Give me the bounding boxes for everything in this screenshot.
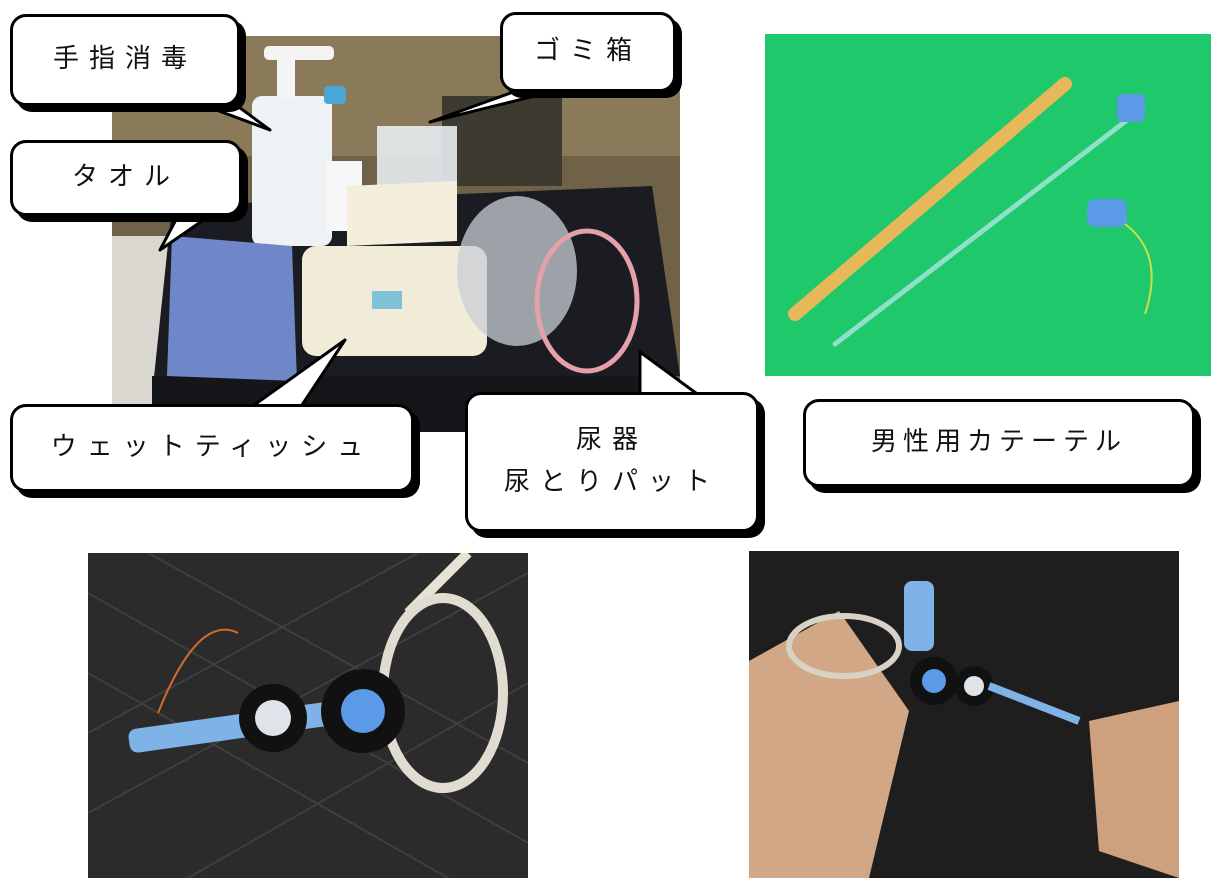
hand-sanitizer-label: 手指消毒 — [52, 44, 197, 75]
towel-callout: タオル — [10, 140, 242, 216]
trash-box-label: ゴミ箱 — [533, 36, 642, 67]
wet-tissue-callout: ウェットティッシュ — [10, 404, 414, 492]
hand-sanitizer-callout: 手指消毒 — [10, 14, 240, 106]
urinal-label-line1: 尿器 — [575, 425, 648, 456]
towel-label: タオル — [71, 162, 180, 193]
urinal-label-line2: 尿とりパット — [503, 467, 720, 497]
catheter-photo — [765, 34, 1211, 376]
catheter-in-use-photo — [749, 551, 1179, 878]
connector-closeup-photo — [88, 553, 528, 878]
male-catheter-callout: 男性用カテーテル — [803, 399, 1195, 487]
male-catheter-label: 男性用カテーテル — [870, 427, 1127, 458]
urinal-callout: 尿器 尿とりパット — [465, 392, 759, 532]
wet-tissue-label: ウェットティッシュ — [50, 432, 374, 463]
trash-box-callout: ゴミ箱 — [500, 12, 676, 92]
